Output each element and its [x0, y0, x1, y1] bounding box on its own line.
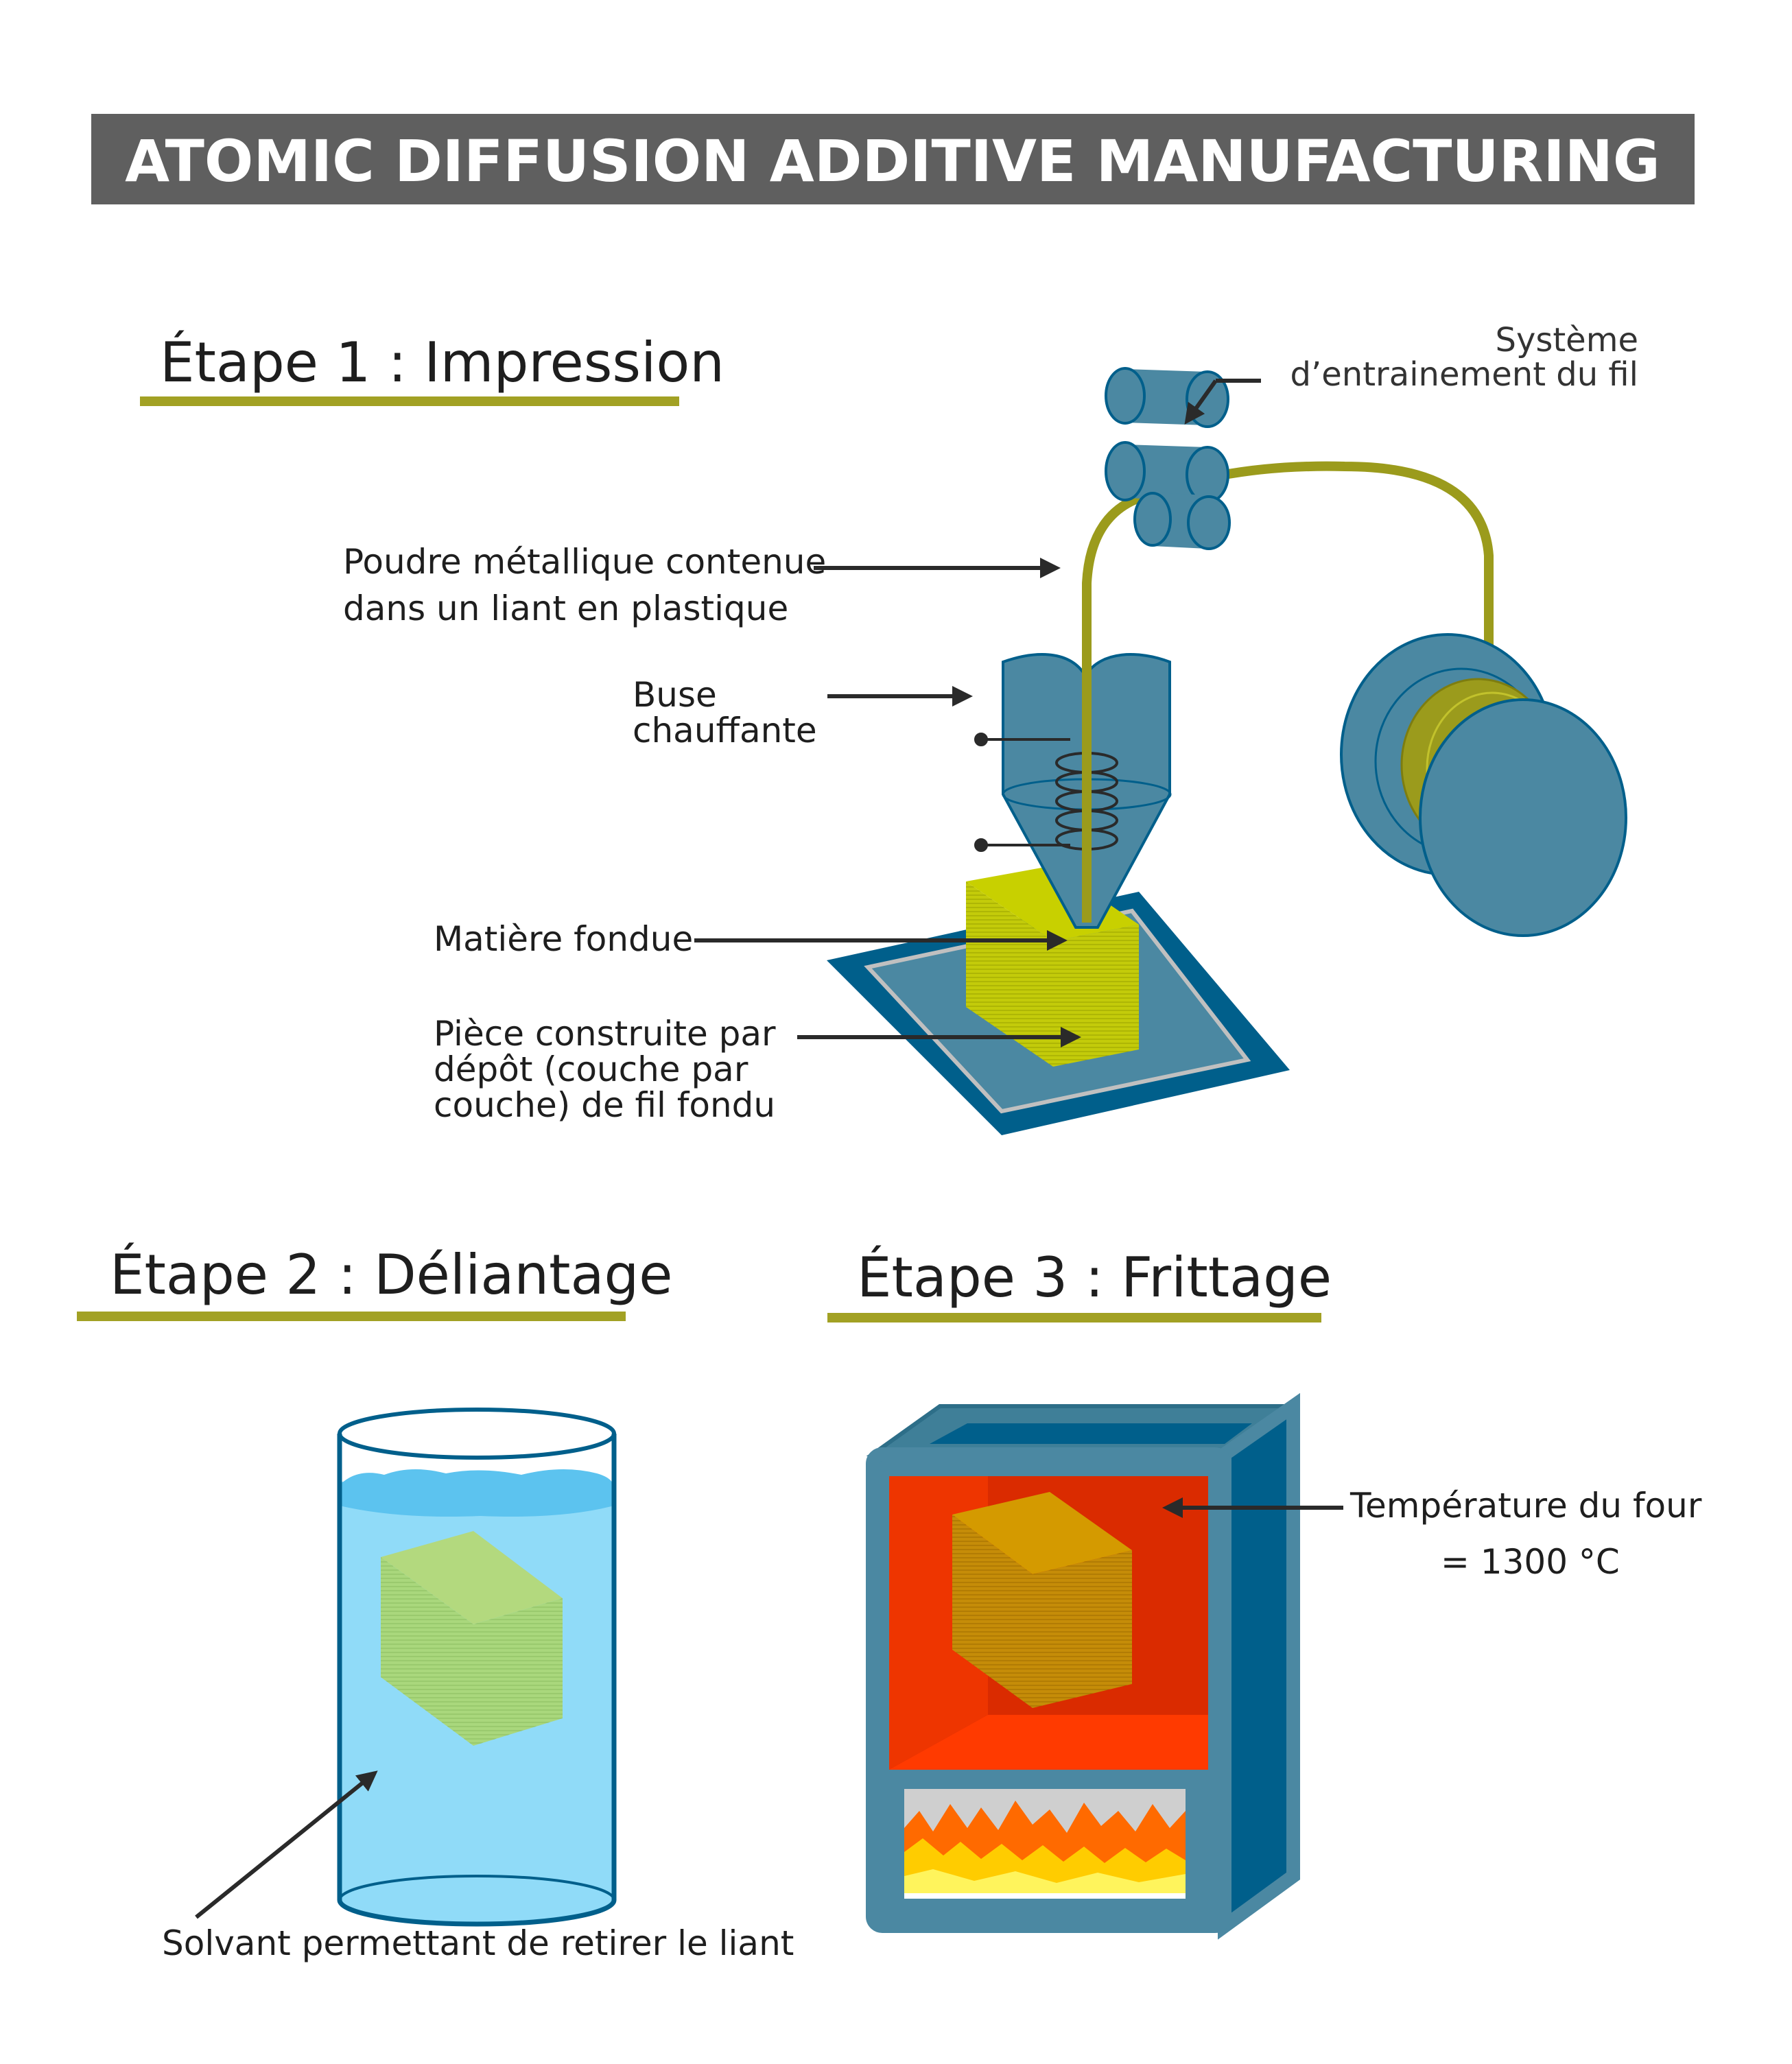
wire-drive-arrow-tip	[1184, 379, 1218, 425]
metal-powder-label-line2: dans un liant en plastique	[343, 589, 788, 628]
step2-underline	[77, 1312, 626, 1321]
title-banner	[91, 114, 1695, 204]
main-title: ATOMIC DIFFUSION ADDITIVE MANUFACTURING	[125, 128, 1660, 195]
step3-underline	[827, 1313, 1321, 1322]
oven-temperature-label: Température du four	[1349, 1486, 1702, 1526]
wire-drive-label: Système	[1495, 321, 1638, 359]
step1-heading: Étape 1 : Impression	[160, 330, 724, 394]
wire-drive-rollers	[1105, 367, 1231, 550]
solvent-label: Solvant permettant de retirer le liant	[162, 1923, 794, 1963]
heated-nozzle-label-line2: chauffante	[633, 711, 817, 750]
built-part-label-line2: dépôt (couche par	[434, 1049, 748, 1089]
filament-spool	[1340, 633, 1627, 937]
metal-powder-label: Poudre métallique contenue	[343, 542, 826, 582]
step3-heading: Étape 3 : Frittage	[857, 1245, 1332, 1309]
step1-underline	[140, 396, 679, 406]
oven-temperature-label-line2: = 1300 °C	[1441, 1542, 1620, 1582]
solvent-arrow	[195, 1770, 378, 1919]
molten-material-label: Matière fondue	[434, 919, 693, 959]
sintering-furnace	[866, 1392, 1300, 1940]
step2-heading: Étape 2 : Déliantage	[110, 1242, 672, 1307]
built-part-label-line3: couche) de fil fondu	[434, 1085, 775, 1125]
filament	[1082, 461, 1494, 923]
furnace-flames	[904, 1801, 1186, 1893]
built-part-label: Pièce construite par	[434, 1014, 776, 1054]
heated-nozzle-label: Buse	[633, 675, 717, 715]
sintered-part-cube	[952, 1492, 1132, 1708]
wire-drive-label-line2: d’entrainement du fil	[1290, 355, 1638, 394]
debound-part-cube	[381, 1531, 563, 1746]
